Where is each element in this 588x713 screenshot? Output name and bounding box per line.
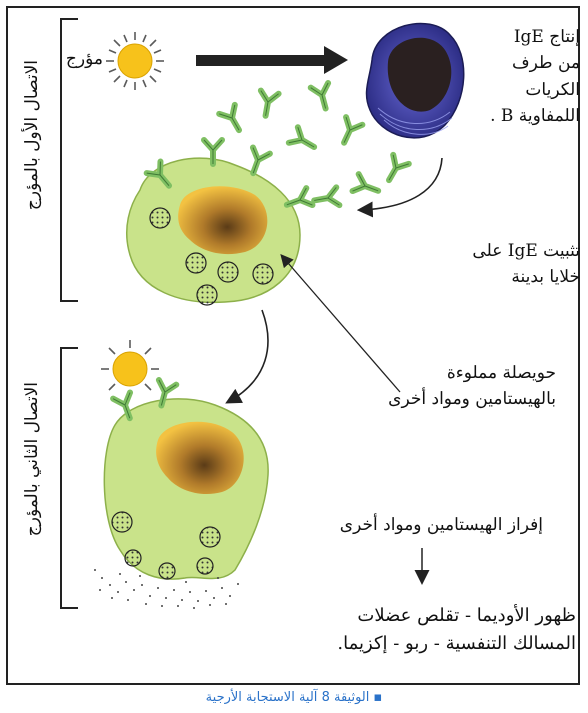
arrow-to-lymphocyte [196,46,348,74]
b-lymphocyte [367,23,464,137]
allergen-sun-icon [106,32,164,90]
ige-fixation-text: تثبيت IgE على خلايا بدينة [472,238,580,291]
arrow-second-contact [228,310,268,402]
vesicle-text: حويصلة مملوءة بالهيستامين ومواد أخرى [388,360,556,413]
allergen-label: مؤرج [66,46,103,72]
outcome-line-2: المسالك التنفسية - ربو - إكزيما. [337,630,576,658]
outcome-line-1: ظهور الأوديما - تقلص عضلات [337,602,576,630]
vesicle-line-1: حويصلة مملوءة [388,360,556,386]
ige-fixation-line-1: تثبيت IgE على [472,238,580,264]
vesicle-line-2: بالهيستامين ومواد أخرى [388,386,556,412]
ige-production-line-3: الكريات [490,77,580,103]
document-caption: ▪ الوثيقة 8 آلية الاستجابة الأرجية [0,690,588,705]
allergen-sun-second-icon [101,340,159,398]
caption-bullet-icon: ▪ [374,690,383,705]
ige-production-line-1: إنتاج IgE [490,24,580,50]
ige-production-text: إنتاج IgE من طرف الكريات اللمفاوية B . [490,24,580,129]
vesicle-pointer-arrow [282,256,400,392]
release-text: إفراز الهيستامين ومواد أخرى [340,512,543,538]
caption-text: الوثيقة 8 آلية الاستجابة الأرجية [206,690,370,705]
outcome-text: ظهور الأوديما - تقلص عضلات المسالك التنف… [337,602,576,658]
ige-production-line-2: من طرف [490,50,580,76]
ige-production-line-4: اللمفاوية B . [490,103,580,129]
mast-cell-second [104,380,268,579]
mast-cell-first [127,140,313,305]
ige-fixation-line-2: خلايا بدينة [472,264,580,290]
